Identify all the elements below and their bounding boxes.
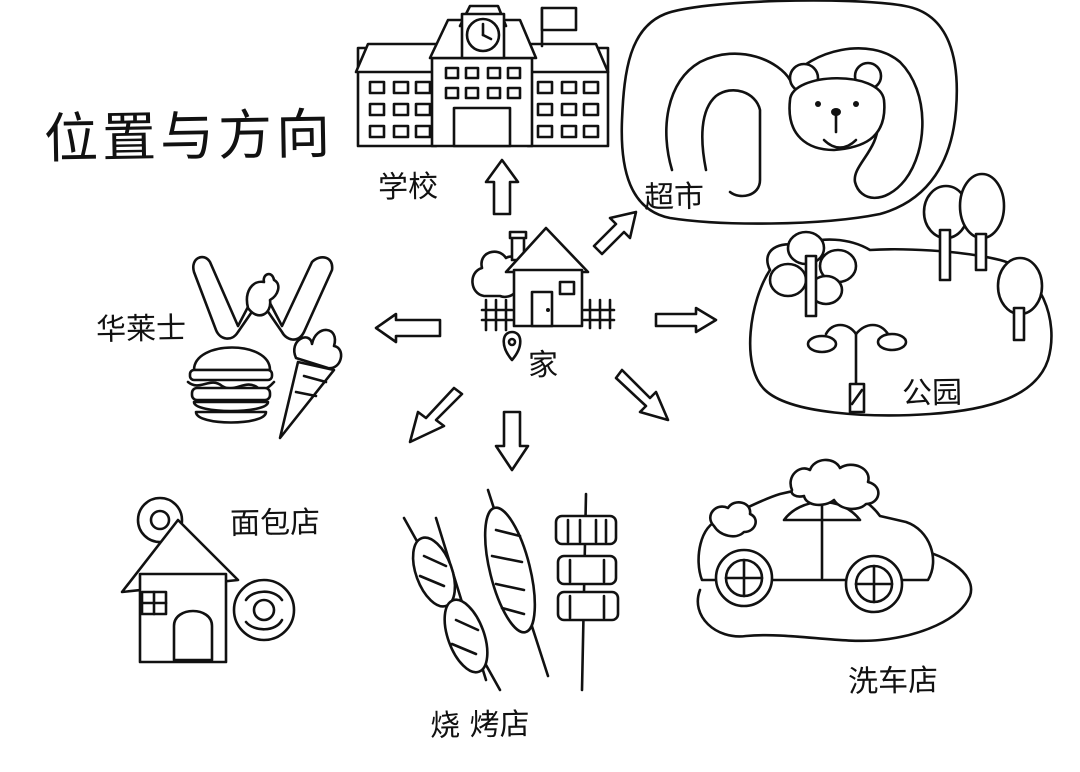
ice-cream-icon bbox=[280, 330, 341, 438]
bakery-house bbox=[122, 498, 238, 662]
arrow-to-supermarket bbox=[594, 212, 636, 254]
wallace-logo bbox=[193, 257, 332, 340]
label-carwash: 洗车店 bbox=[848, 655, 939, 701]
page-title: 位置与方向 bbox=[43, 89, 334, 173]
label-home: 家 bbox=[528, 340, 559, 385]
arrow-to-bakery bbox=[410, 388, 462, 442]
bbq-skewer-right bbox=[556, 494, 618, 690]
label-school: 学校 bbox=[378, 161, 439, 206]
donut-icon bbox=[234, 580, 294, 640]
burger-icon bbox=[188, 348, 274, 423]
label-supermarket: 超市 bbox=[644, 171, 705, 216]
label-park: 公园 bbox=[902, 367, 963, 412]
arrow-to-school bbox=[486, 160, 518, 214]
arrow-to-carwash bbox=[616, 370, 668, 420]
arrow-to-park bbox=[656, 308, 716, 332]
label-bbq: 烧 烤店 bbox=[430, 699, 530, 745]
label-bakery: 面包店 bbox=[230, 497, 321, 543]
label-wallace: 华莱士 bbox=[96, 303, 187, 349]
car-wash bbox=[698, 460, 971, 641]
arrow-to-bbq bbox=[496, 412, 528, 470]
school-building bbox=[356, 6, 608, 146]
arrow-to-wallace bbox=[376, 314, 440, 342]
